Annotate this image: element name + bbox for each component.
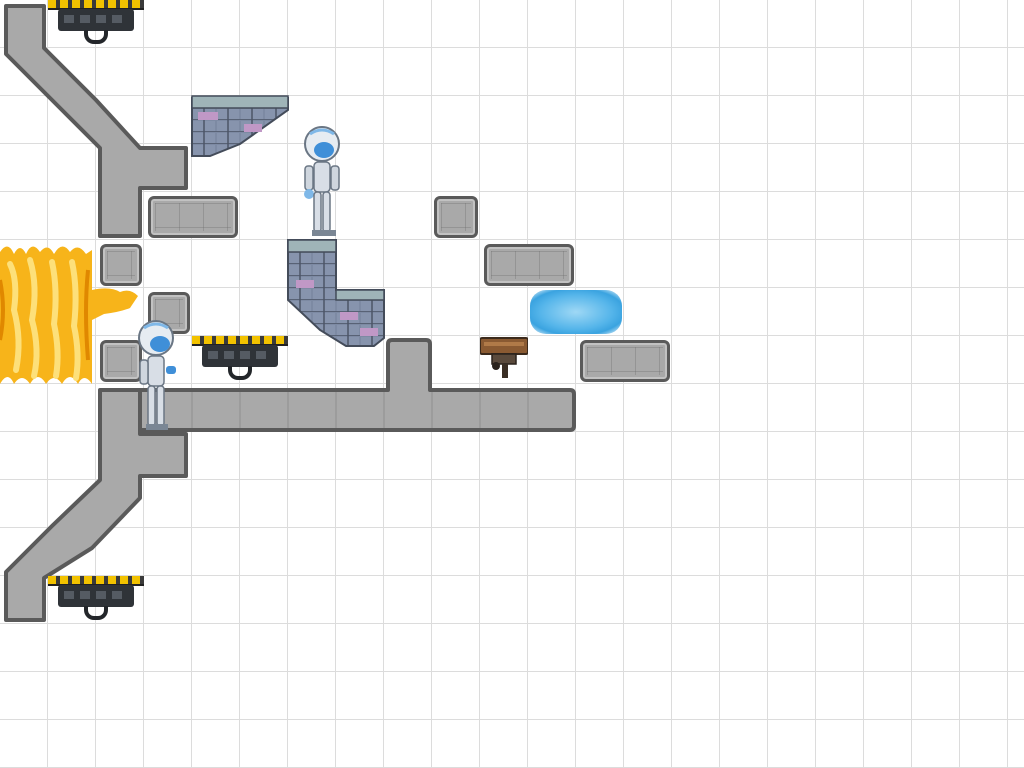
spring-pad xyxy=(192,336,288,384)
metal-block xyxy=(100,244,142,286)
metal-block xyxy=(148,196,238,238)
turret xyxy=(480,337,528,378)
robot-player xyxy=(304,126,340,236)
spring-pad xyxy=(48,576,144,624)
metal-block xyxy=(484,244,574,286)
robot-player xyxy=(138,320,176,430)
ice-block xyxy=(530,290,622,334)
metal-block xyxy=(434,196,478,238)
fire-hazard xyxy=(0,246,138,384)
metal-block xyxy=(580,340,670,382)
spring-pad xyxy=(48,0,144,48)
